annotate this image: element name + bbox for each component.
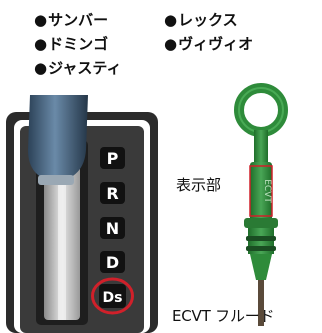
lever-slot xyxy=(36,140,88,325)
dipstick-engraving: ECVT xyxy=(262,179,272,203)
shift-lever xyxy=(28,95,88,185)
model-rex: レックス xyxy=(164,11,238,29)
model-justy: ジャスティ xyxy=(34,59,121,77)
model-vivio: ヴィヴィオ xyxy=(164,35,253,53)
gear-ds-label: Ds xyxy=(103,290,123,306)
fluid-caption: ECVT フルード xyxy=(172,307,275,325)
gear-p-label: P xyxy=(107,149,119,168)
ecvt-dipstick: ECVT xyxy=(234,83,288,326)
gear-n-label: N xyxy=(106,219,119,238)
gear-r-label: R xyxy=(106,184,118,203)
display-area-box xyxy=(249,165,273,217)
ds-highlight-ring xyxy=(91,277,134,315)
gear-d-label: D xyxy=(106,253,119,272)
model-sambar: サンバー xyxy=(34,11,108,29)
display-area-label: 表示部 xyxy=(176,176,222,194)
model-domingo: ドミンゴ xyxy=(34,35,108,53)
gear-badges xyxy=(91,147,134,315)
